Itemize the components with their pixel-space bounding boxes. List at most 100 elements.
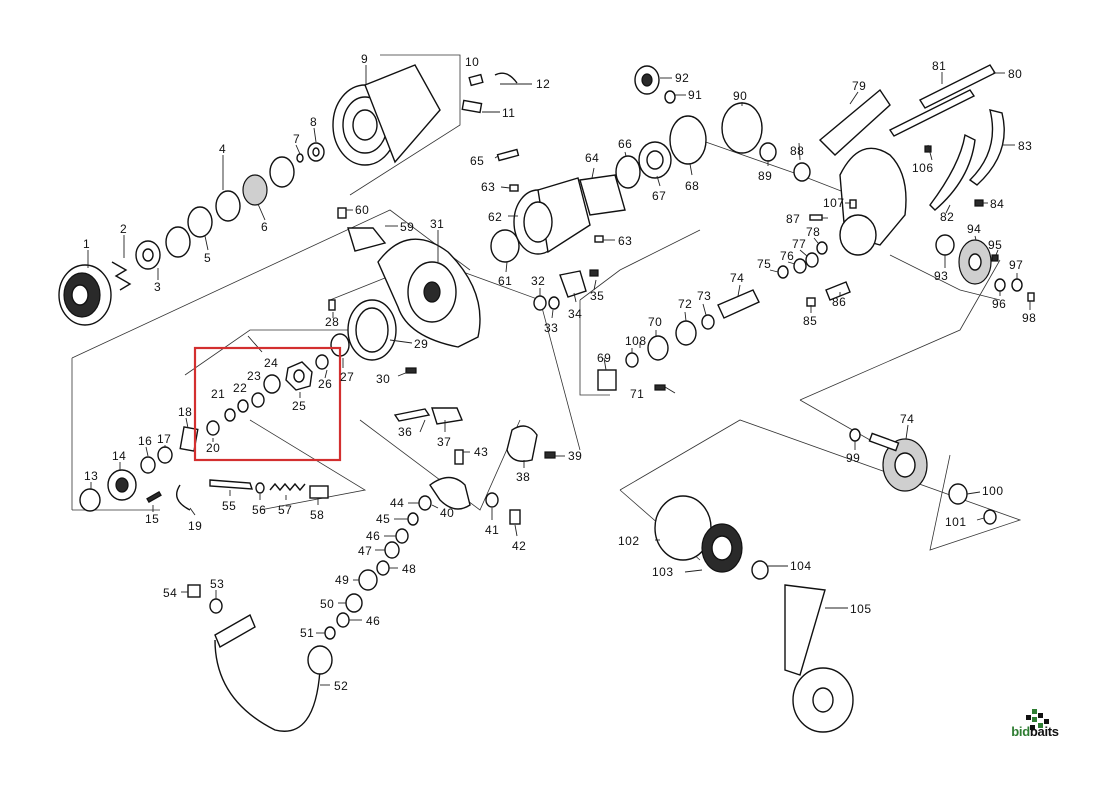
part-91-o-ring: [664, 90, 676, 104]
part-69-sleeve: [597, 369, 617, 391]
part-81-rod: [888, 89, 976, 137]
part-62-cap: [513, 177, 591, 255]
label-74-b: 74: [900, 412, 914, 426]
part-52c-line-roller: [307, 645, 333, 675]
label-28: 28: [325, 315, 339, 329]
label-45: 45: [376, 512, 390, 526]
label-92: 92: [675, 71, 689, 85]
label-70: 70: [648, 315, 662, 329]
label-85: 85: [803, 314, 817, 328]
part-95-pin: [991, 254, 999, 262]
label-97: 97: [1009, 258, 1023, 272]
label-65: 65: [470, 154, 484, 168]
part-71-screw: [654, 384, 666, 391]
brand-part-a: bid: [1011, 724, 1030, 739]
part-body-frame: [839, 147, 907, 256]
part-88-bearing: [793, 162, 811, 182]
part-21-washer: [224, 408, 236, 422]
part-9-spool: [332, 64, 441, 166]
part-74-pinion: [717, 289, 760, 319]
part-74b-drive-gear: [882, 438, 928, 492]
part-43-screw: [454, 449, 464, 465]
part-47-washer: [384, 541, 400, 559]
part-87-screw: [809, 214, 823, 221]
part-24-bearing: [263, 374, 281, 394]
part-36-bail-wire: [393, 408, 431, 422]
bidbaits-logo-icon: [1026, 709, 1049, 730]
label-67: 67: [652, 189, 666, 203]
label-24: 24: [264, 356, 278, 370]
part-53-washer: [209, 598, 223, 614]
part-97-bearing: [1011, 278, 1023, 292]
label-18: 18: [178, 405, 192, 419]
label-84: 84: [990, 197, 1004, 211]
part-57-spring: [269, 482, 306, 492]
label-51: 51: [300, 626, 314, 640]
part-65-screw: [496, 148, 520, 162]
label-12: 12: [536, 77, 550, 91]
part-35-screw: [589, 269, 599, 277]
leader-lines: [87, 65, 1031, 686]
label-107: 107: [823, 196, 845, 210]
assembly-outlines: [71, 54, 1022, 561]
part-68-ring: [669, 115, 707, 165]
label-81: 81: [932, 59, 946, 73]
part-labels: 1 2 3 4 5 6 7 8 9 10 11 12 13 14 15 16 1…: [83, 52, 1036, 693]
label-76: 76: [780, 249, 794, 263]
label-83: 83: [1018, 139, 1032, 153]
part-85-screw: [806, 297, 816, 307]
label-102: 102: [618, 534, 640, 548]
label-40: 40: [440, 506, 454, 520]
label-46-b: 46: [366, 614, 380, 628]
label-7: 7: [293, 132, 300, 146]
label-106: 106: [912, 161, 934, 175]
label-100: 100: [982, 484, 1004, 498]
label-78: 78: [806, 225, 820, 239]
part-10-clicker: [468, 73, 484, 87]
label-91: 91: [688, 88, 702, 102]
part-38-bail-arm: [506, 425, 538, 462]
part-55-lever: [209, 479, 253, 490]
part-5-drag-washer: [187, 206, 213, 238]
part-8-bushing: [307, 142, 325, 162]
part-76-washer: [793, 258, 807, 274]
label-38: 38: [516, 470, 530, 484]
part-82-side-plate: [929, 133, 976, 211]
part-84-screw: [974, 199, 984, 207]
label-19: 19: [188, 519, 202, 533]
label-72: 72: [678, 297, 692, 311]
label-46-a: 46: [366, 529, 380, 543]
part-59-cover: [347, 227, 387, 252]
parts: [58, 64, 1035, 733]
label-101: 101: [945, 515, 967, 529]
label-48: 48: [402, 562, 416, 576]
part-23-bearing: [251, 392, 265, 408]
label-87: 87: [786, 212, 800, 226]
label-80: 80: [1008, 67, 1022, 81]
label-34: 34: [568, 307, 582, 321]
label-9: 9: [361, 52, 368, 66]
label-8: 8: [310, 115, 317, 129]
label-14: 14: [112, 449, 126, 463]
label-15: 15: [145, 512, 159, 526]
part-33-washer: [548, 296, 560, 310]
part-98-screw: [1027, 292, 1035, 302]
part-1-drag-knob: [58, 264, 112, 326]
label-60: 60: [355, 203, 369, 217]
label-62: 62: [488, 210, 502, 224]
label-27: 27: [340, 370, 354, 384]
label-82: 82: [940, 210, 954, 224]
label-30: 30: [376, 372, 390, 386]
label-49: 49: [335, 573, 349, 587]
label-105: 105: [850, 602, 872, 616]
part-20-washer: [206, 420, 220, 436]
part-107-screw: [849, 199, 857, 209]
part-44-washer: [418, 495, 432, 511]
highlight-box: [193, 346, 342, 462]
label-47: 47: [358, 544, 372, 558]
part-4a-drag-washer: [165, 226, 191, 258]
part-100-bearing: [948, 483, 968, 505]
part-74c-shaft: [868, 432, 900, 452]
label-61: 61: [498, 274, 512, 288]
label-29: 29: [414, 337, 428, 351]
